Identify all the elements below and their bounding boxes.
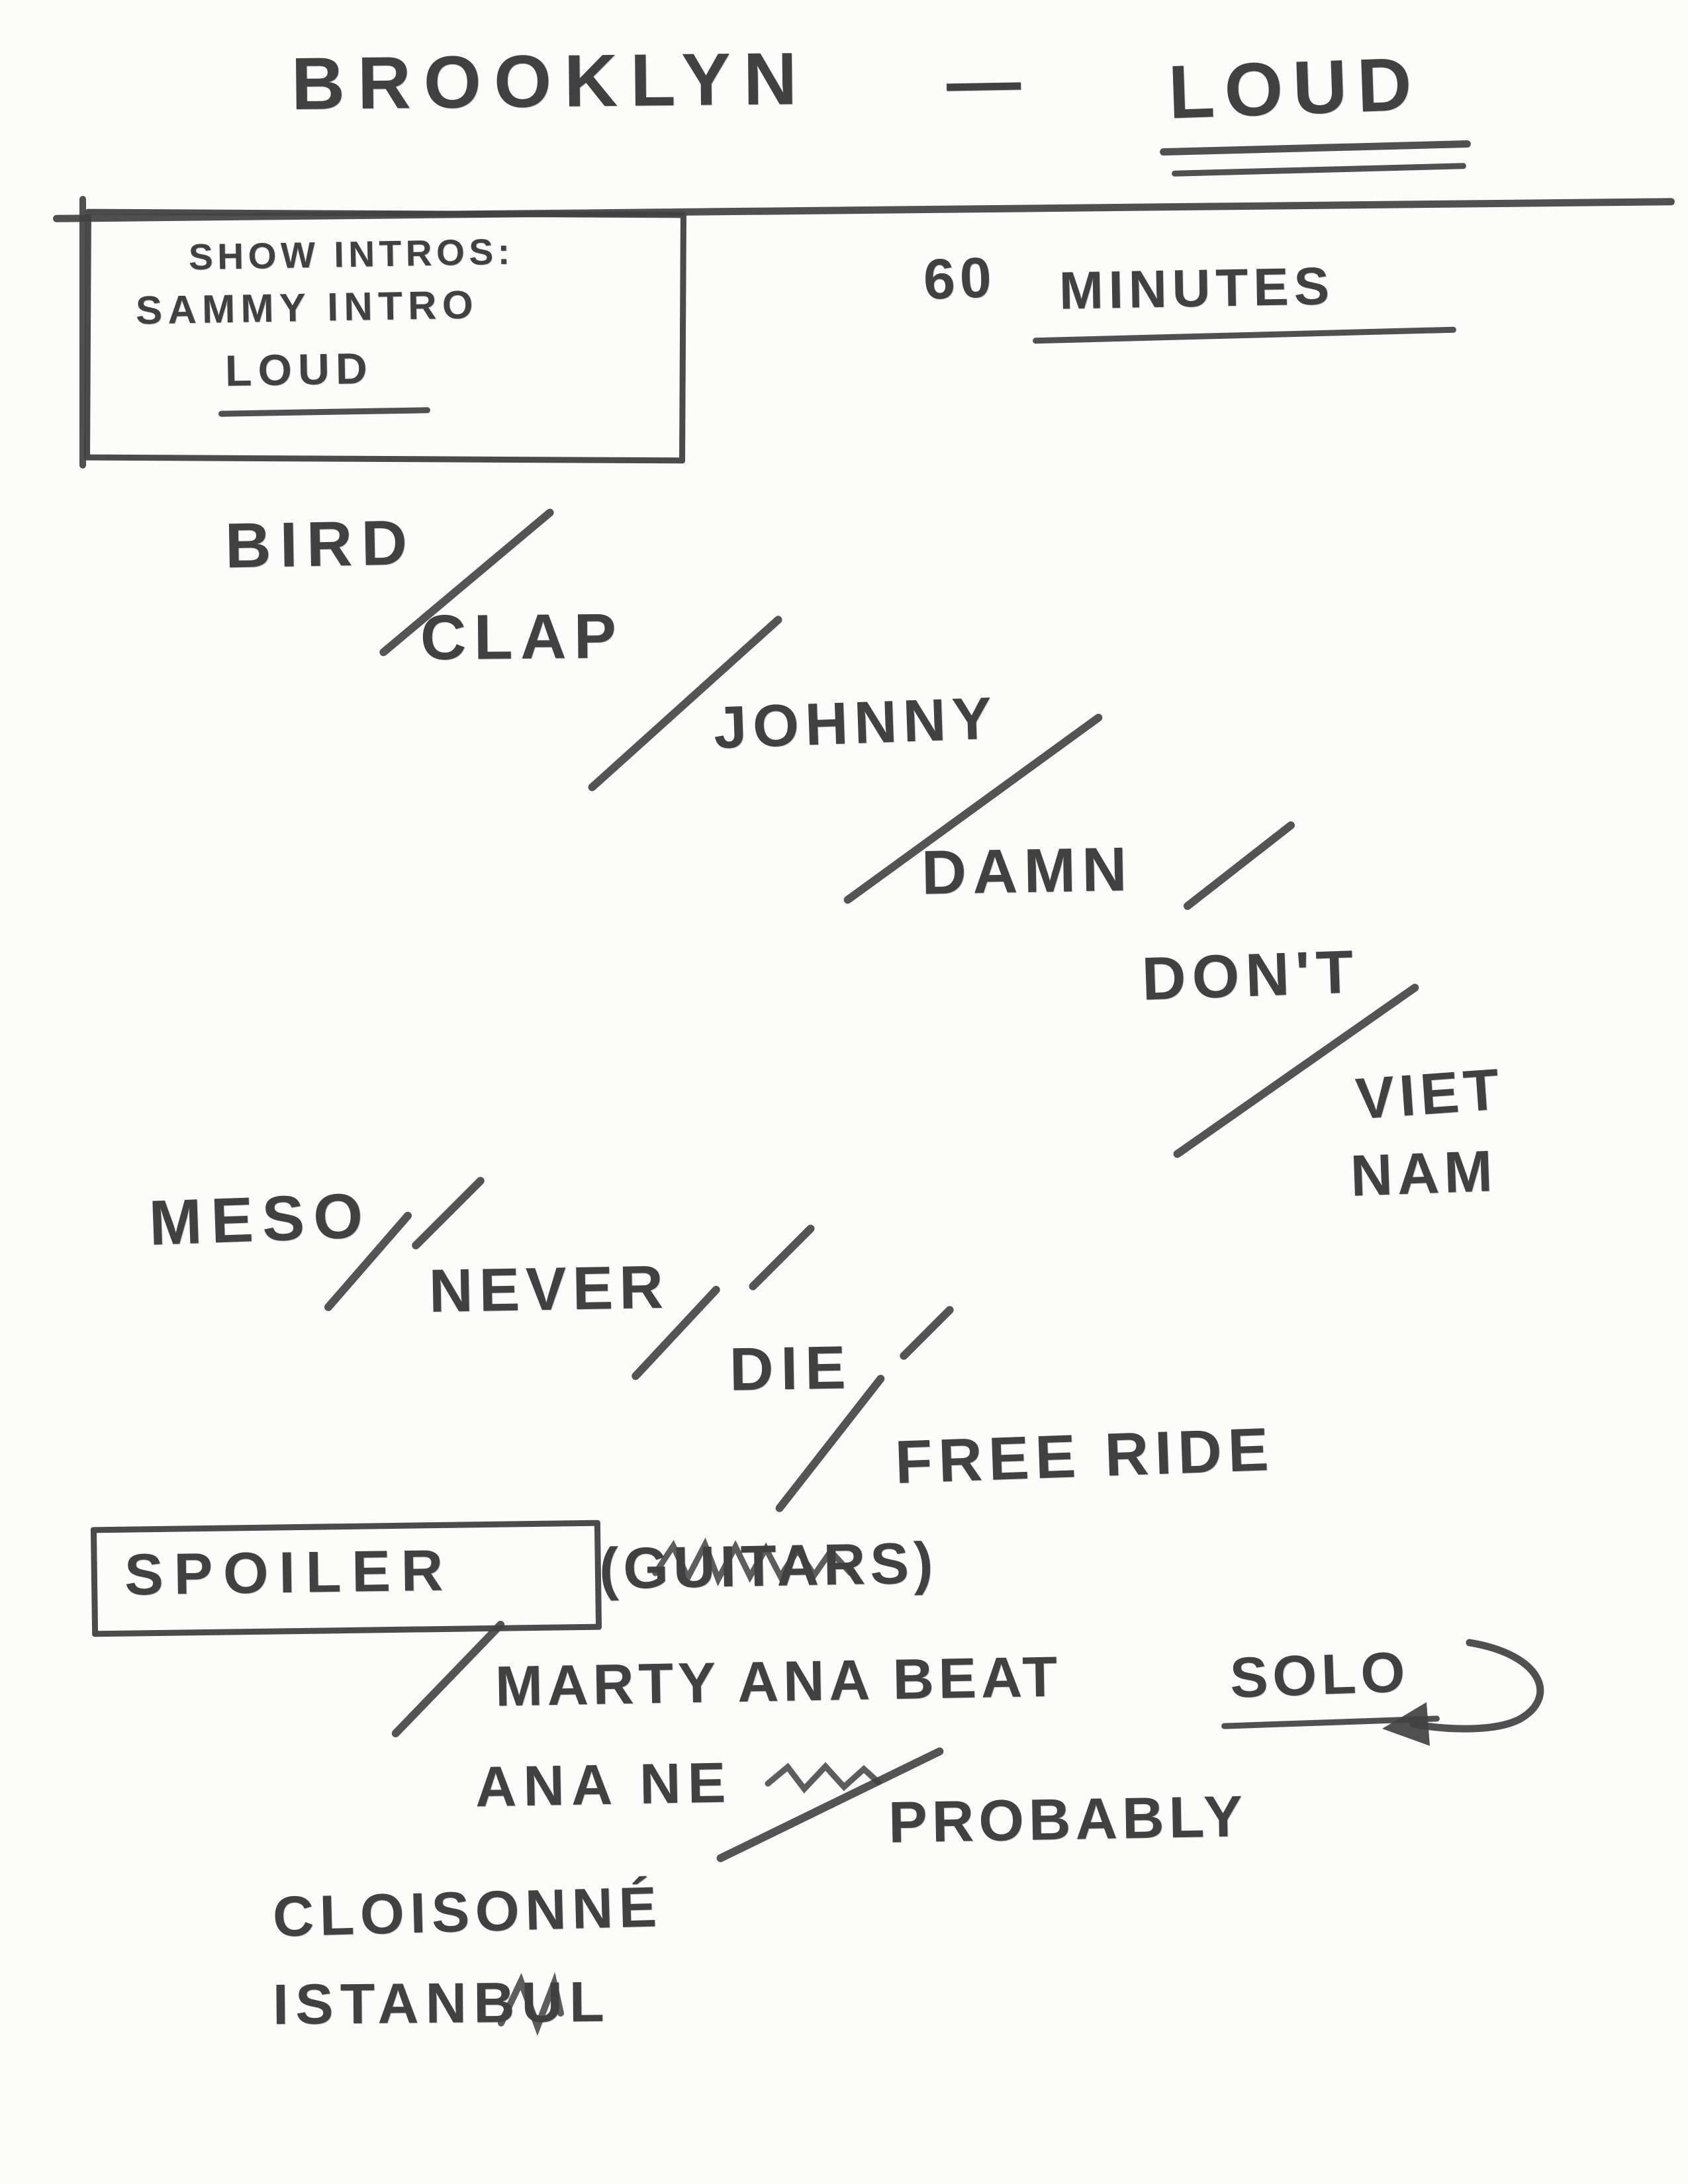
title-dash: — (945, 39, 1022, 123)
song-marty-line: MARTY ANA BEAT (494, 1645, 1062, 1719)
slash-stroke (898, 1304, 956, 1362)
scribble-over-istanbul-b (498, 1972, 564, 2036)
song-dont: DON'T (1141, 938, 1361, 1013)
song-meso: MESO (148, 1180, 373, 1259)
song-die: DIE (729, 1334, 854, 1404)
intro-line-2: SAMMY INTRO (135, 282, 479, 333)
slash-stroke (410, 1175, 487, 1251)
song-clap: CLAP (420, 600, 624, 674)
title-underline-1 (1159, 140, 1472, 156)
intro-line-1: SHOW INTROS: (188, 230, 515, 278)
intro-line-3: LOUD (224, 343, 374, 395)
slash-stroke (1182, 819, 1297, 912)
title-underline-2 (1171, 163, 1467, 177)
song-free-ride: FREE RIDE (894, 1416, 1276, 1496)
title-descriptor: LOUD (1166, 42, 1423, 135)
song-bird: BIRD (224, 507, 417, 582)
scribble-after-ana (765, 1762, 882, 1794)
curved-arrow-icon (1382, 1639, 1544, 1746)
song-probably: PROBABLY (888, 1783, 1248, 1855)
scribble-over-note (652, 1537, 854, 1586)
slash-stroke (747, 1223, 816, 1292)
box-left-overshoot (79, 196, 86, 469)
duration-unit: MINUTES (1058, 256, 1335, 320)
song-viet: VIET (1353, 1056, 1506, 1132)
song-spoiler: SPOILER (124, 1537, 454, 1608)
duration-value: 60 (922, 246, 998, 312)
song-nam: NAM (1349, 1138, 1499, 1208)
title-city: BROOKLYN (291, 36, 810, 126)
song-johnny: JOHNNY (712, 685, 999, 762)
song-cloisonne: CLOISONNÉ (271, 1875, 663, 1949)
slash-stroke (390, 1619, 506, 1739)
song-ana-line: ANA NE (475, 1751, 733, 1819)
song-never: NEVER (428, 1253, 670, 1326)
duration-underline (1032, 326, 1457, 344)
song-damn: DAMN (921, 834, 1134, 907)
